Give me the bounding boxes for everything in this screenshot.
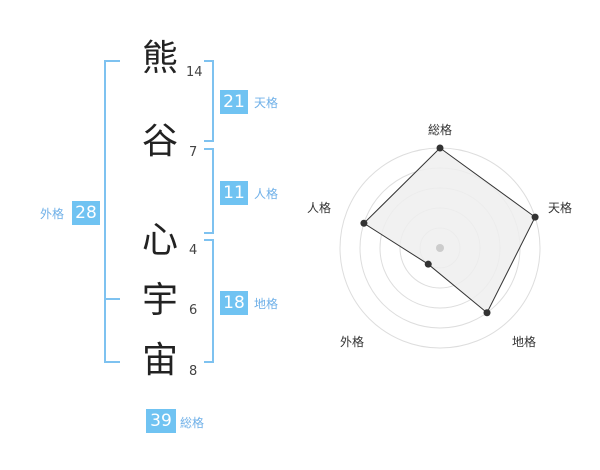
jinkaku-bracket bbox=[204, 148, 214, 234]
chikaku-label: 地格 bbox=[254, 297, 279, 311]
gaikaku-label: 外格 bbox=[40, 207, 65, 221]
radar-point-1 bbox=[436, 144, 444, 152]
jinkaku-value: 11 bbox=[220, 181, 248, 205]
radar-axis-label-chikaku: 地格 bbox=[512, 335, 537, 349]
soukaku-value: 39 bbox=[146, 409, 176, 433]
stroke-count-3: 4 bbox=[189, 243, 198, 258]
gaikaku-bracket-tick bbox=[104, 298, 120, 300]
stroke-count-5: 8 bbox=[189, 364, 198, 379]
name-char-2: 谷 bbox=[141, 121, 178, 162]
name-char-3: 心 bbox=[141, 220, 178, 261]
name-char-5: 宙 bbox=[141, 340, 178, 381]
radar-shape bbox=[363, 147, 536, 314]
gaikaku-bracket bbox=[104, 60, 120, 363]
radar-axis-label-jinkaku: 人格 bbox=[307, 201, 332, 215]
stroke-count-2: 7 bbox=[189, 145, 198, 160]
jinkaku-label: 人格 bbox=[254, 187, 279, 201]
radar-axis-label-gaikaku: 外格 bbox=[340, 335, 365, 349]
tenkaku-value: 21 bbox=[220, 90, 248, 114]
radar-point-5 bbox=[360, 219, 368, 227]
name-char-4: 宇 bbox=[141, 280, 178, 321]
stroke-count-4: 6 bbox=[189, 303, 198, 318]
tenkaku-label: 天格 bbox=[254, 96, 279, 110]
soukaku-label: 総格 bbox=[180, 416, 205, 430]
radar-point-2 bbox=[531, 213, 539, 221]
radar-axis-label-soukaku: 総格 bbox=[428, 123, 453, 137]
chikaku-bracket bbox=[204, 239, 214, 363]
gaikaku-value: 28 bbox=[72, 201, 100, 225]
radar-center bbox=[436, 244, 444, 252]
tenkaku-bracket bbox=[204, 60, 214, 142]
radar-point-4 bbox=[424, 260, 432, 268]
name-char-1: 熊 bbox=[141, 38, 178, 79]
radar-point-3 bbox=[483, 309, 491, 317]
radar-points bbox=[360, 144, 539, 317]
chikaku-value: 18 bbox=[220, 291, 248, 315]
radar-axis-label-tenkaku: 天格 bbox=[548, 201, 573, 215]
stroke-count-1: 14 bbox=[186, 65, 203, 80]
